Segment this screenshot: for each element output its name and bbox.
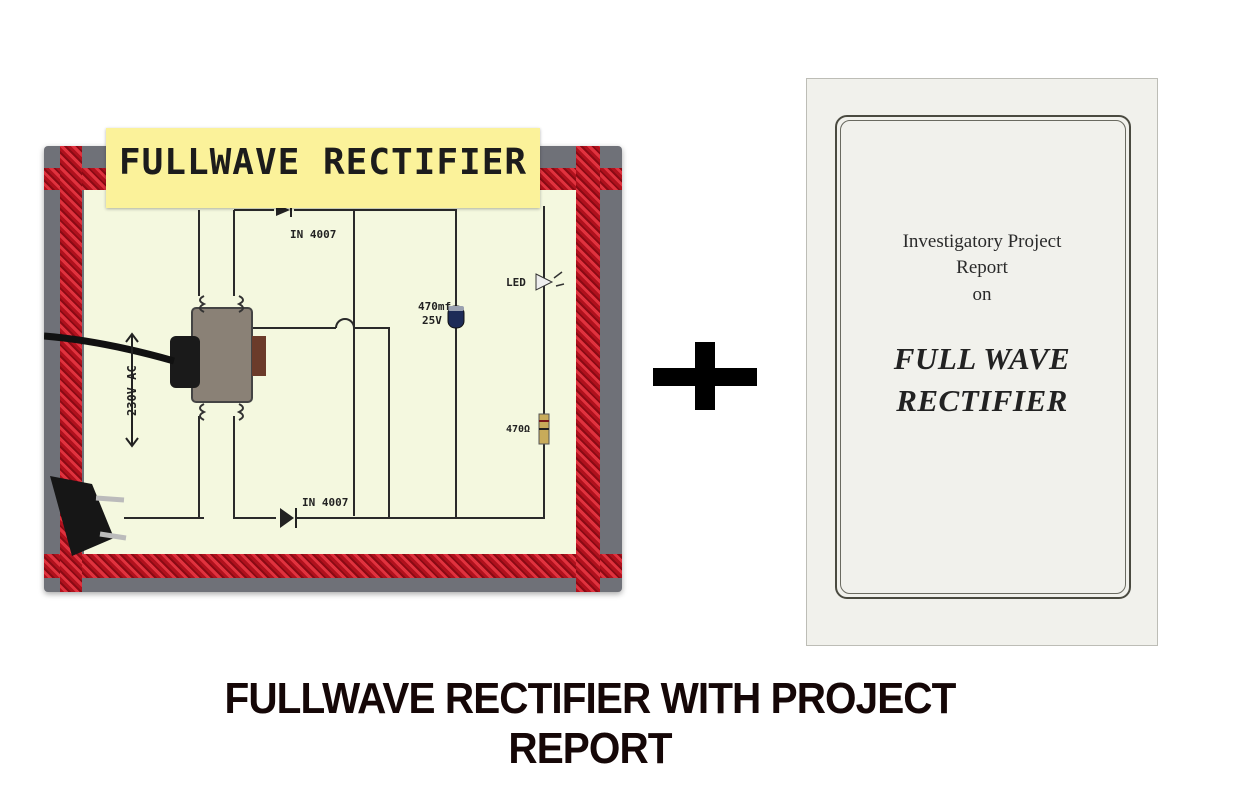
transformer — [170, 295, 266, 421]
label-ac-input: 230V AC — [125, 365, 139, 416]
plus-sign — [653, 342, 757, 410]
report-title-line-1: FULL WAVE — [893, 341, 1071, 376]
report-border — [835, 115, 1131, 599]
led — [535, 271, 565, 291]
label-led: LED — [506, 276, 526, 289]
board-title: FULLWAVE RECTIFIER — [118, 142, 528, 183]
power-cord — [44, 332, 175, 556]
report-line-1: Investigatory Project — [902, 231, 1062, 252]
board-paper — [84, 186, 584, 562]
label-capacitor-voltage: 25V — [422, 314, 442, 327]
resistor — [538, 413, 550, 445]
board-title-strip: FULLWAVE RECTIFIER — [106, 128, 540, 208]
report-title-line-2: RECTIFIER — [896, 383, 1068, 418]
diode-bottom — [280, 508, 297, 528]
project-board — [44, 146, 622, 592]
label-diode-bottom: IN 4007 — [302, 496, 348, 509]
report-line-2: Report — [956, 257, 1008, 278]
label-resistor: 470Ω — [506, 424, 530, 435]
caption: FULLWAVE RECTIFIER WITH PROJECT REPORT — [224, 674, 957, 773]
capacitor — [447, 305, 465, 329]
report-line-3: on — [972, 284, 992, 305]
tape-right — [576, 146, 600, 592]
label-diode-top: IN 4007 — [290, 228, 336, 241]
label-capacitor-value: 470mf — [418, 300, 451, 313]
tape-bottom — [44, 554, 622, 578]
project-report-cover: Investigatory Project Report on FULL WAV… — [806, 78, 1158, 646]
circuit-diagram: IN 4007 IN 4007 470mf 25V LED 470Ω 230V … — [44, 203, 565, 556]
